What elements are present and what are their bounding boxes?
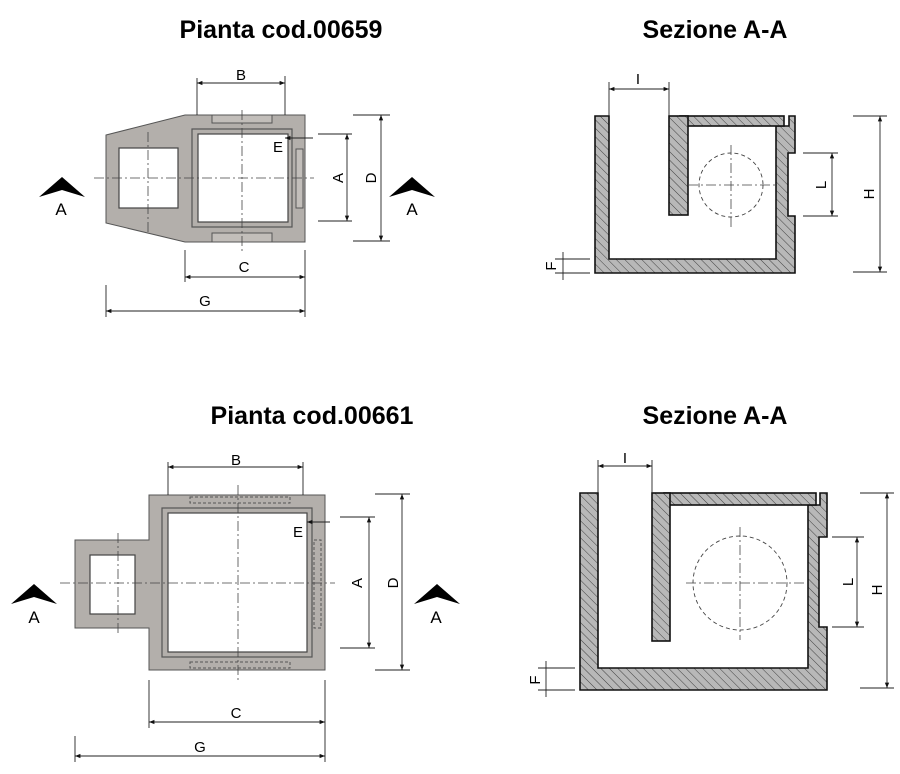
small-chamber-opening (89, 554, 136, 615)
dim-d-label: D (385, 577, 402, 588)
baffle-wall (668, 115, 689, 216)
section-arrow-icon (389, 177, 435, 197)
dim-a-label: A (330, 173, 347, 183)
chamber-walls-section (579, 492, 828, 691)
plan-00659: Pianta cod.00659 B E A D C G (39, 16, 435, 317)
section-top-title: Sezione A-A (643, 16, 788, 44)
cover-slab (679, 115, 785, 127)
section-top: Sezione A-A I L H F (543, 16, 887, 280)
chamber-walls-section (594, 115, 796, 274)
dim-f-label: F (527, 675, 544, 684)
main-chamber-opening (167, 512, 308, 653)
dim-f-label: F (543, 261, 560, 270)
dim-b-label: B (236, 67, 246, 84)
dim-c-label: C (239, 259, 250, 276)
section-arrow-icon (11, 584, 57, 604)
section-marker-left: A (55, 200, 67, 219)
main-chamber-frame (161, 507, 313, 658)
dim-c-label: C (231, 705, 242, 722)
side-slot (295, 148, 304, 209)
section-marker-right: A (430, 608, 442, 627)
dim-h-label: H (869, 585, 886, 596)
section-bottom: Sezione A-A I L H F (527, 402, 894, 697)
plan-00661-title: Pianta cod.00661 (211, 402, 414, 430)
dim-h-label: H (861, 189, 878, 200)
dim-b-label: B (231, 452, 241, 469)
section-bottom-title: Sezione A-A (643, 402, 788, 430)
section-arrow-icon (39, 177, 85, 197)
bottom-slot (189, 661, 291, 669)
dim-e-label: E (293, 524, 303, 541)
section-marker-right: A (406, 200, 418, 219)
dim-l-label: L (840, 578, 857, 586)
side-slot (313, 539, 322, 629)
dim-g-label: G (199, 293, 211, 310)
dim-d-label: D (363, 172, 380, 183)
section-arrow-icon (414, 584, 460, 604)
dim-g-label: G (194, 739, 206, 756)
dim-l-label: L (813, 181, 830, 189)
plan-00659-title: Pianta cod.00659 (180, 16, 383, 44)
top-slot (189, 496, 291, 504)
dim-a-label: A (349, 578, 366, 588)
plan-00661: Pianta cod.00661 B E A D C G A (11, 402, 460, 762)
dim-e-label: E (273, 139, 283, 156)
baffle-wall (651, 492, 671, 642)
dim-i-label: I (636, 71, 640, 88)
section-marker-left: A (28, 608, 40, 627)
cover-slab (663, 492, 817, 506)
dim-i-label: I (623, 450, 627, 467)
